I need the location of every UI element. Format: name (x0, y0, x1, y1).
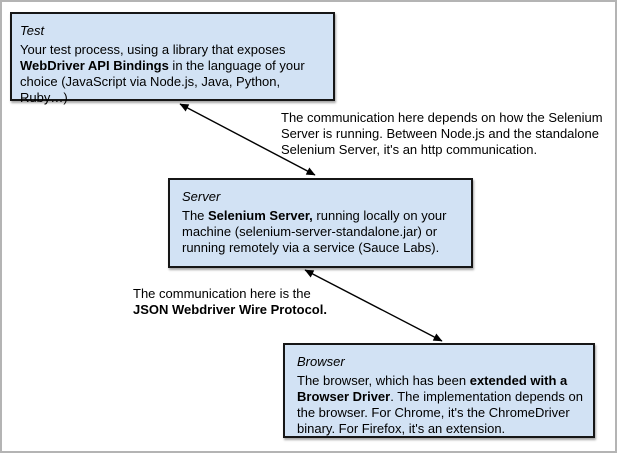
server-box-text-lead: The (182, 208, 209, 223)
test-box-text-bold: WebDriver API Bindings (20, 58, 169, 73)
test-box-body: Your test process, using a library that … (20, 42, 325, 106)
server-box: Server The Selenium Server, running loca… (168, 178, 473, 268)
browser-box-text-bold: extended with a Browser Driver (297, 373, 568, 404)
server-box-text-tail: running locally on your machine (seleniu… (182, 208, 447, 255)
browser-box-text-tail: . The implementation depends on the brow… (297, 389, 583, 436)
annotation-test-server: The communication here depends on how th… (281, 110, 603, 158)
annotation-line: The communication here depends on how th… (281, 110, 603, 125)
server-box-title: Server (182, 189, 221, 204)
server-box-text-bold: Selenium Server, (208, 208, 313, 223)
browser-box-text-lead: The browser, which has been (297, 373, 470, 388)
test-box-text-lead: Your test process, using a library that … (20, 42, 286, 57)
annotation-line-bold: JSON Webdriver Wire Protocol. (133, 302, 327, 317)
annotation-line: The communication here is the (133, 286, 311, 301)
browser-box: Browser The browser, which has been exte… (283, 343, 595, 438)
test-box-title: Test (20, 23, 45, 38)
annotation-server-browser: The communication here is the JSON Webdr… (133, 286, 327, 318)
browser-box-body: The browser, which has been extended wit… (297, 373, 583, 437)
browser-box-title: Browser (297, 354, 345, 369)
test-box-text-tail: in the language of your choice (JavaScri… (20, 58, 305, 105)
server-box-body: The Selenium Server, running locally on … (182, 208, 461, 256)
annotation-line: Selenium Server, it's an http communicat… (281, 142, 538, 157)
test-box: Test Your test process, using a library … (10, 12, 335, 105)
annotation-line: Server is running. Between Node.js and t… (281, 126, 599, 141)
